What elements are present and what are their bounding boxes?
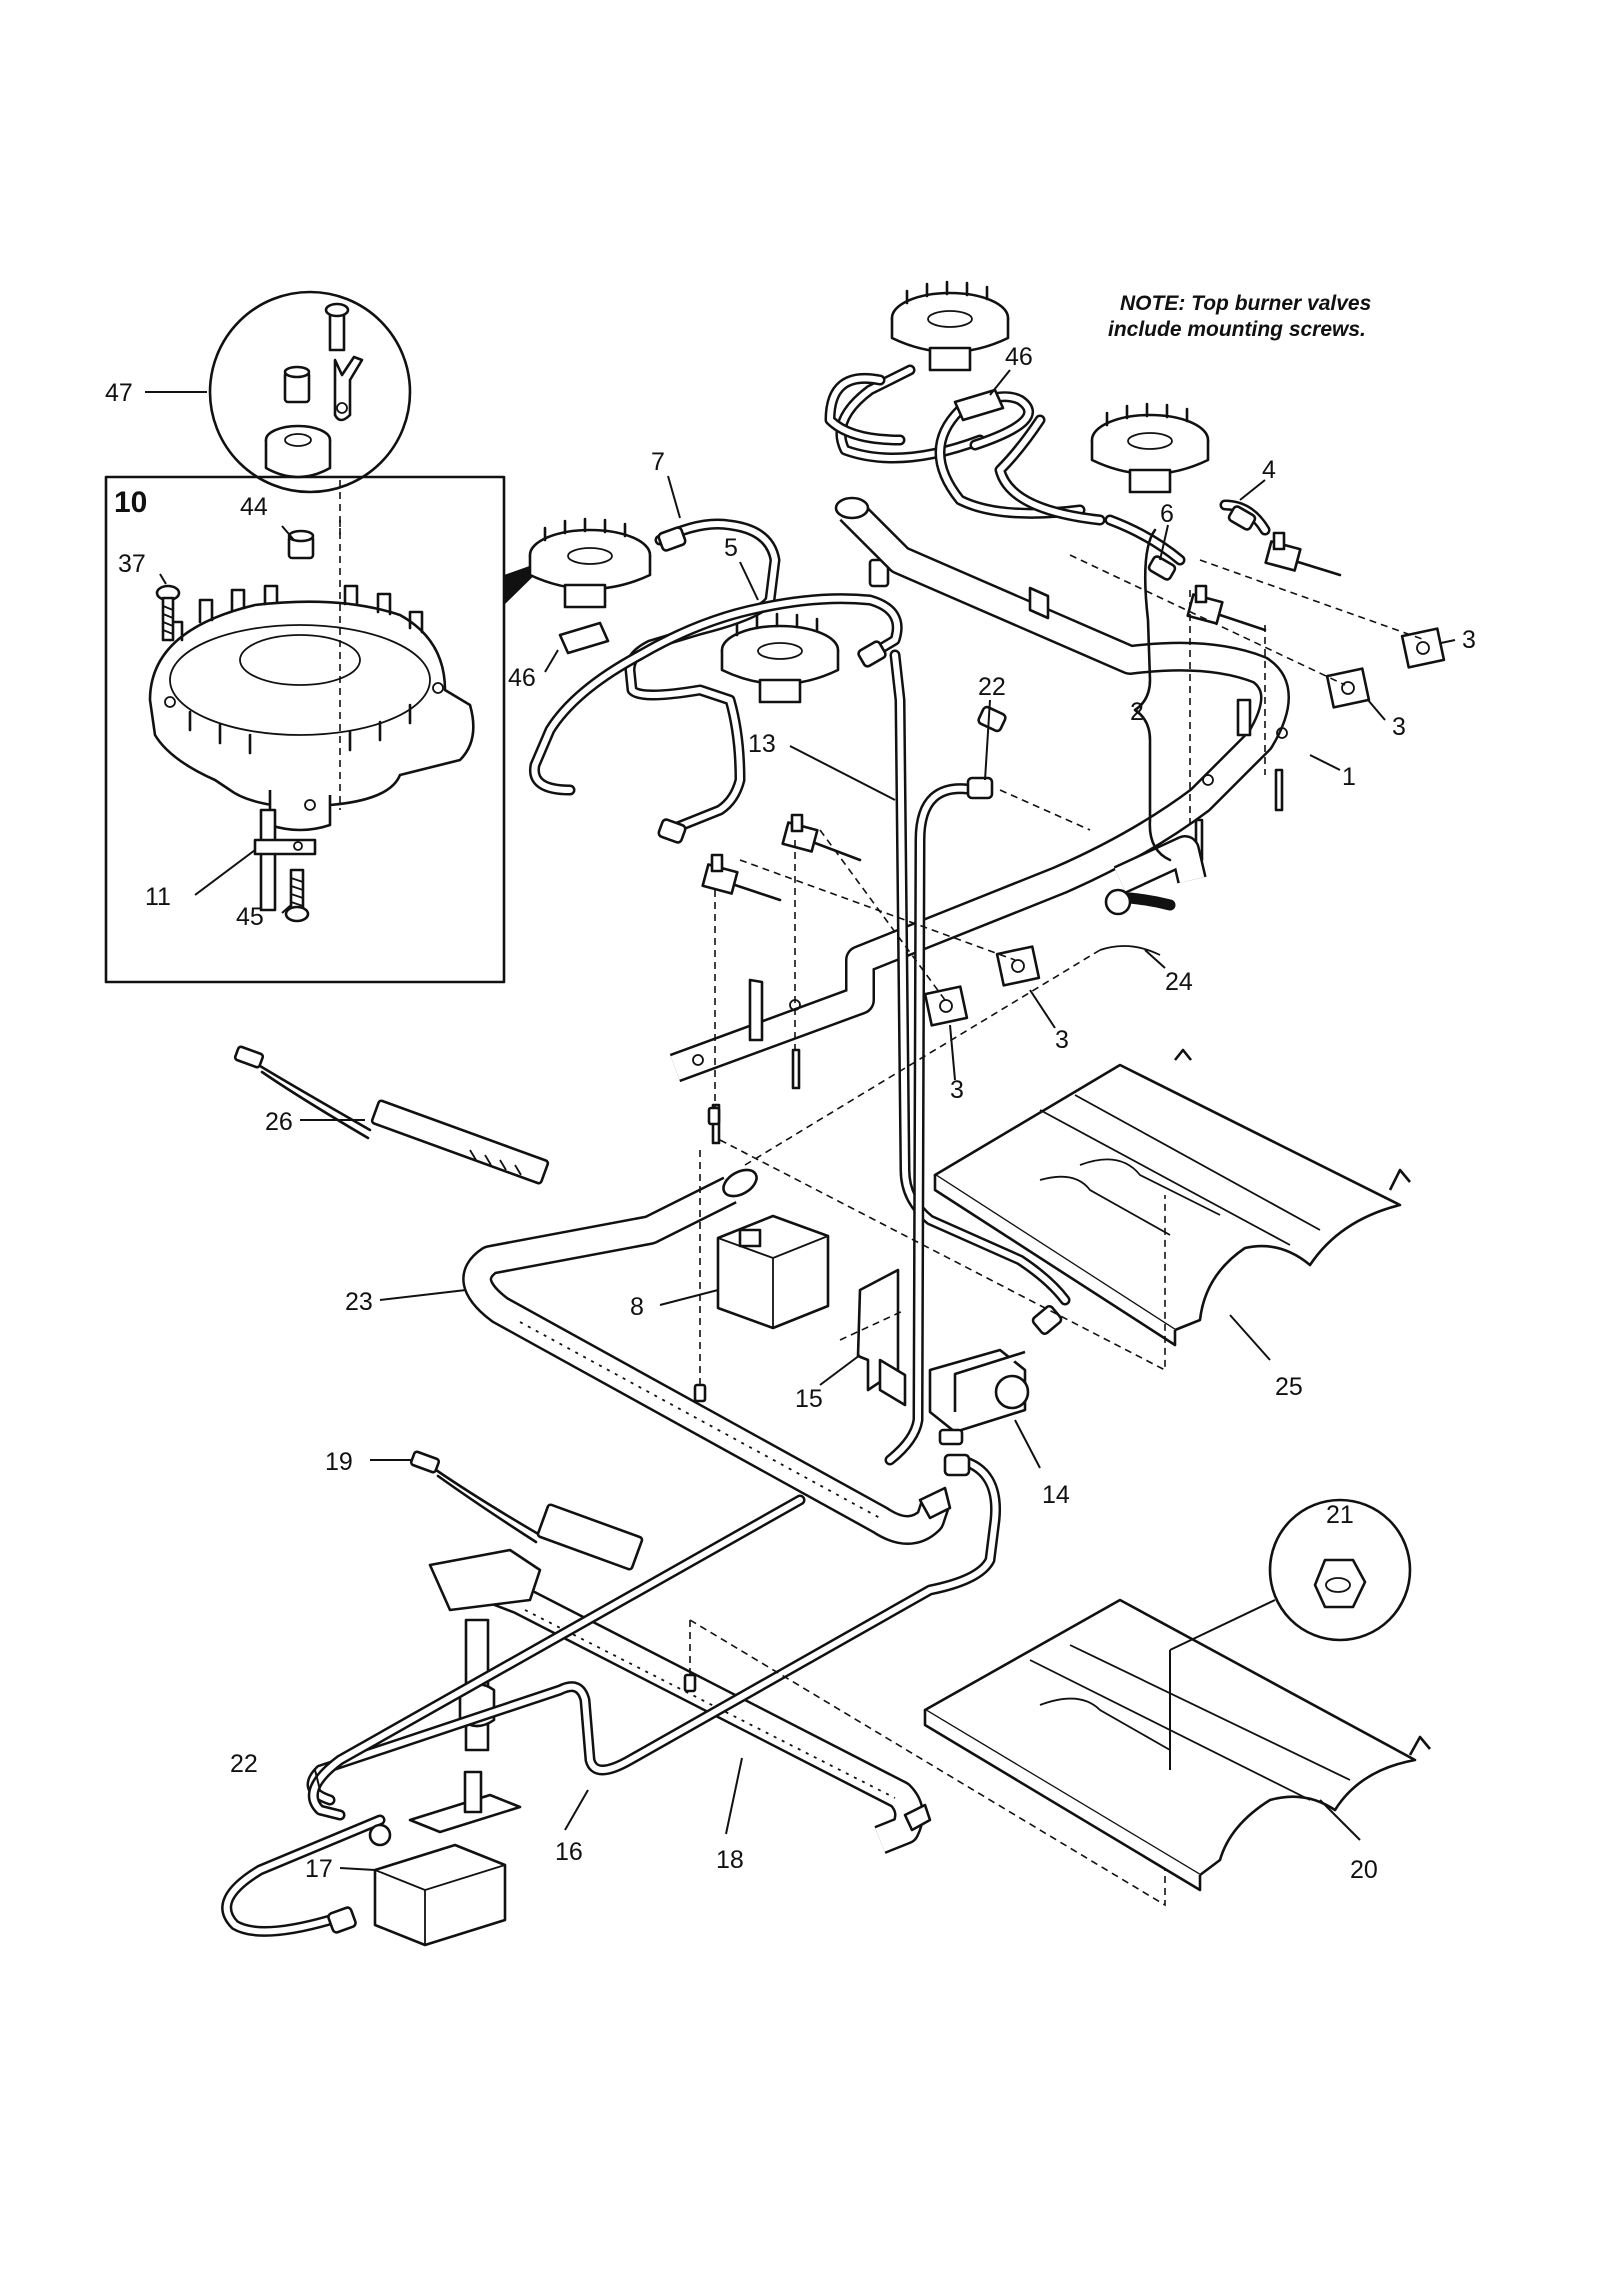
burner-head-front-right [1090, 402, 1210, 494]
note-text: NOTE: Top burner valves include mounting… [1108, 292, 1371, 341]
callout-11: 11 [145, 883, 171, 911]
screw-45 [284, 868, 310, 923]
callout-3-d: 3 [950, 1076, 964, 1104]
callout-46-top: 46 [1005, 343, 1033, 371]
nut-44 [287, 529, 315, 560]
callout-25: 25 [1275, 1373, 1303, 1401]
leader-lines [145, 369, 1456, 1871]
lower-tubes [221, 1453, 1002, 1937]
bracket-46-top [953, 388, 1005, 422]
lower-screws [683, 1106, 721, 1693]
bracket-47 [333, 355, 364, 422]
callout-47: 47 [105, 379, 133, 407]
igniter-26 [233, 1045, 550, 1185]
burner-head-left [528, 517, 652, 609]
callout-21: 21 [1326, 1501, 1354, 1529]
callout-13: 13 [748, 730, 776, 758]
callout-18: 18 [716, 1846, 744, 1874]
fitting-22-top [966, 776, 994, 800]
callout-46-left: 46 [508, 664, 536, 692]
heat-shields-3 [923, 627, 1446, 1027]
callout-4: 4 [1262, 456, 1276, 484]
spark-module-8 [716, 1214, 830, 1330]
note-line-2: include mounting screws. [1108, 318, 1366, 341]
callout-14: 14 [1042, 1481, 1070, 1509]
bracket-15 [856, 1268, 907, 1407]
top-gas-tubes [528, 364, 1271, 836]
callout-37: 37 [118, 550, 146, 578]
callout-5: 5 [724, 534, 738, 562]
callout-3-c: 3 [1055, 1026, 1069, 1054]
oven-baffle-25 [933, 1048, 1411, 1347]
callout-2: 2 [1130, 698, 1144, 726]
broiler-pan-20 [923, 1598, 1431, 1892]
orifice-detail-47 [208, 290, 412, 494]
broil-burner-18 [428, 1548, 932, 1854]
screw-37 [155, 584, 181, 642]
burner-head-rear-right [890, 280, 1010, 372]
callout-6: 6 [1160, 500, 1174, 528]
note-line-1: NOTE: Top burner valves [1120, 292, 1371, 315]
inset-label: 10 [114, 486, 147, 519]
callout-20: 20 [1350, 1856, 1378, 1884]
shield-3-b [1325, 667, 1371, 709]
callout-16: 16 [555, 1838, 583, 1866]
assembly-dash-lines [689, 554, 1426, 1907]
shield-3-a [1400, 627, 1446, 669]
callout-17: 17 [305, 1855, 333, 1883]
electrode-11 [253, 808, 317, 912]
orifice-24 [1099, 835, 1207, 956]
tube-fittings [657, 505, 1257, 844]
callout-3-b: 3 [1392, 713, 1406, 741]
brace-2 [1133, 528, 1172, 862]
valve-left-b [781, 813, 862, 862]
callout-8: 8 [630, 1293, 644, 1321]
callout-26: 26 [265, 1108, 293, 1136]
callout-15: 15 [795, 1385, 823, 1413]
valve-left-a [701, 853, 782, 902]
burner-detail-inset: 10 [104, 475, 552, 984]
callout-44: 44 [240, 493, 268, 521]
bracket-46-left [558, 621, 610, 655]
callout-24: 24 [1165, 968, 1193, 996]
top-burner-valves [701, 531, 1342, 902]
nut-detail-21 [1169, 1498, 1412, 1770]
safety-valve-14 [928, 1348, 1030, 1446]
callout-23: 23 [345, 1288, 373, 1316]
shield-3-d [923, 985, 969, 1027]
top-burner-heads [528, 280, 1210, 704]
oven-burner-23 [462, 1168, 952, 1545]
callout-45: 45 [236, 903, 264, 931]
burner-head-center [720, 612, 840, 704]
callout-7: 7 [651, 448, 665, 476]
shield-3-c [995, 945, 1041, 987]
igniter-19 [409, 1450, 644, 1571]
burner-base [148, 584, 475, 832]
callout-3-a: 3 [1462, 626, 1476, 654]
broil-valve-17 [368, 1770, 522, 1947]
callout-labels: 47 44 37 11 45 7 5 46 46 4 6 3 3 3 3 2 1… [105, 343, 1476, 1884]
valve-right-b [1264, 531, 1342, 577]
callout-19: 19 [325, 1448, 353, 1476]
broil-valve-orifice [463, 1770, 483, 1814]
brackets-46 [558, 388, 1005, 655]
valve-right-a [1186, 584, 1267, 632]
callout-22-bottom: 22 [230, 1750, 258, 1778]
callout-22-top: 22 [978, 673, 1006, 701]
supply-tube-13 [884, 649, 1071, 1466]
callout-1: 1 [1342, 763, 1356, 791]
